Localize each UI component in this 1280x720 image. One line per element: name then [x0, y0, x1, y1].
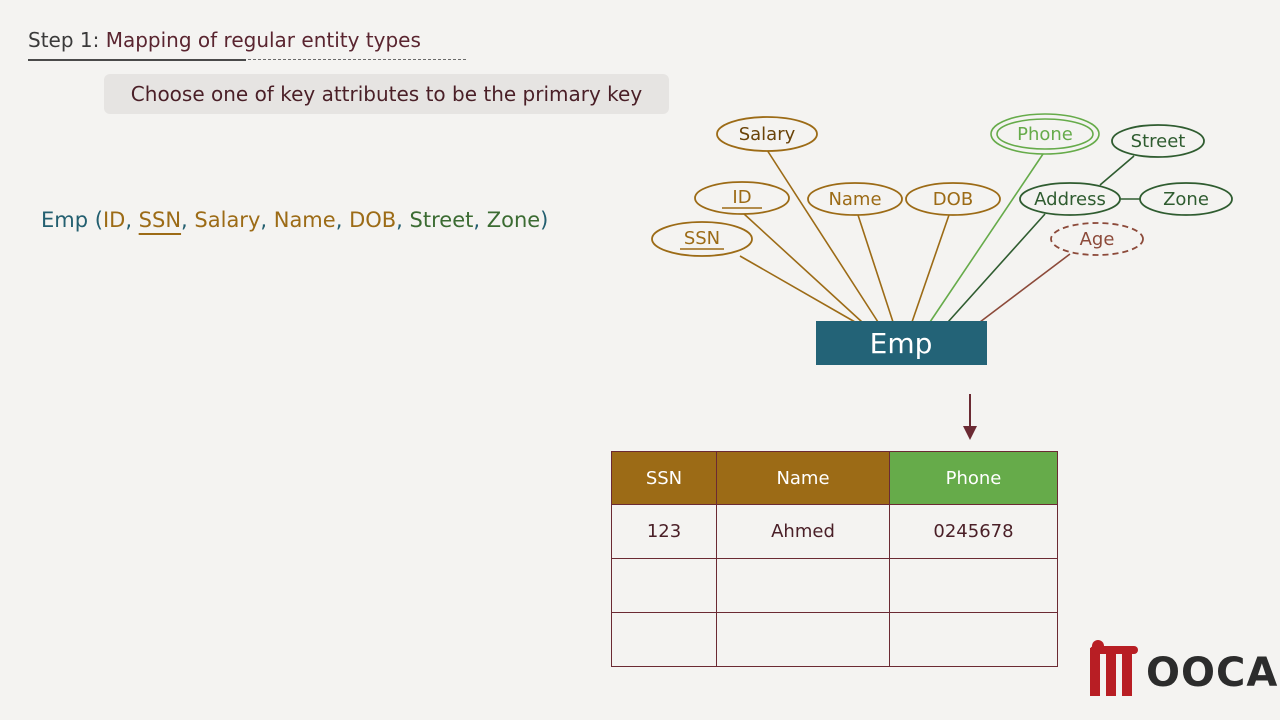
relation-open-paren: (: [88, 208, 103, 232]
entity-emp: Emp: [816, 321, 987, 365]
attr-address-label: Address: [1034, 189, 1106, 210]
attr-zone-label: Zone: [1163, 189, 1209, 210]
table-header-row: SSN Name Phone: [611, 451, 1058, 505]
relation-sep: ,: [396, 208, 410, 232]
relation-attr-name: Name: [273, 208, 336, 232]
relation-sep: ,: [125, 208, 139, 232]
column-header-name: Name: [716, 451, 890, 505]
heading-underline-solid: [28, 59, 246, 61]
relation-sep: ,: [473, 208, 487, 232]
relation-close-paren: ): [540, 208, 549, 232]
attr-ssn: SSN: [651, 221, 753, 257]
attr-id-label: ID: [732, 187, 751, 208]
table-cell: 123: [611, 504, 717, 559]
callout-box: Choose one of key attributes to be the p…: [104, 74, 669, 114]
connector-phone: [929, 153, 1044, 323]
relation-attr-street: Street: [409, 208, 474, 232]
entity-emp-label: Emp: [870, 327, 933, 360]
emp-relation-table: SSN Name Phone 123 Ahmed 0245678: [611, 451, 1058, 667]
relation-sep: ,: [181, 208, 195, 232]
logo-text: OOCA: [1146, 650, 1279, 696]
connector-address: [947, 213, 1046, 323]
attr-phone-label: Phone: [1017, 124, 1073, 145]
attr-dob-label: DOB: [933, 189, 973, 210]
table-cell: [611, 558, 717, 613]
slide-heading: Step 1: Mapping of regular entity types: [28, 28, 421, 52]
heading-prefix: Step 1:: [28, 28, 100, 52]
connector-id: [742, 212, 863, 323]
relation-attr-id: ID: [102, 208, 126, 232]
table-cell: [889, 612, 1058, 667]
attr-name: Name: [807, 182, 903, 216]
attr-dob: DOB: [905, 182, 1001, 216]
connector-name: [857, 214, 894, 323]
table-row: [611, 612, 1058, 667]
attr-phone: Phone: [990, 113, 1100, 155]
attr-age-label: Age: [1080, 229, 1115, 250]
connector-age: [979, 253, 1071, 323]
attr-salary: Salary: [716, 116, 818, 152]
attr-id: ID: [694, 181, 790, 215]
table-row: 123 Ahmed 0245678: [611, 504, 1058, 559]
connector-ssn: [739, 255, 856, 323]
table-row: [611, 558, 1058, 613]
table-cell: [716, 558, 890, 613]
logo-m-mark: [1090, 640, 1138, 696]
relation-name: Emp: [41, 208, 89, 232]
attr-street: Street: [1111, 124, 1205, 158]
attr-address: Address: [1019, 182, 1121, 216]
relation-attr-ssn: SSN: [138, 208, 182, 232]
down-arrow-icon: [963, 394, 977, 440]
relation-attr-dob: DOB: [349, 208, 397, 232]
connector-salary: [766, 149, 879, 323]
table-cell: 0245678: [889, 504, 1058, 559]
column-header-phone: Phone: [889, 451, 1058, 505]
attr-name-label: Name: [828, 189, 881, 210]
connector-street: [1099, 155, 1135, 186]
connector-dob: [911, 214, 950, 323]
relation-attr-salary: Salary: [194, 208, 261, 232]
relation-attr-zone: Zone: [486, 208, 541, 232]
table-cell: [889, 558, 1058, 613]
table-cell: [716, 612, 890, 667]
heading-underline-dashed: [248, 59, 466, 60]
relation-sep: ,: [260, 208, 274, 232]
attr-zone: Zone: [1139, 182, 1233, 216]
table-cell: Ahmed: [716, 504, 890, 559]
table-cell: [611, 612, 717, 667]
relation-sep: ,: [335, 208, 350, 232]
attr-street-label: Street: [1131, 131, 1186, 152]
attr-ssn-label: SSN: [684, 228, 720, 249]
column-header-ssn: SSN: [611, 451, 717, 505]
callout-text: Choose one of key attributes to be the p…: [130, 82, 643, 106]
relation-schema: Emp (ID, SSN, Salary, Name, DOB, Street,…: [41, 208, 548, 232]
attr-age: Age: [1050, 222, 1144, 256]
heading-title: Mapping of regular entity types: [99, 28, 421, 52]
mooca-logo: [1090, 640, 1138, 696]
attr-salary-label: Salary: [739, 124, 796, 145]
